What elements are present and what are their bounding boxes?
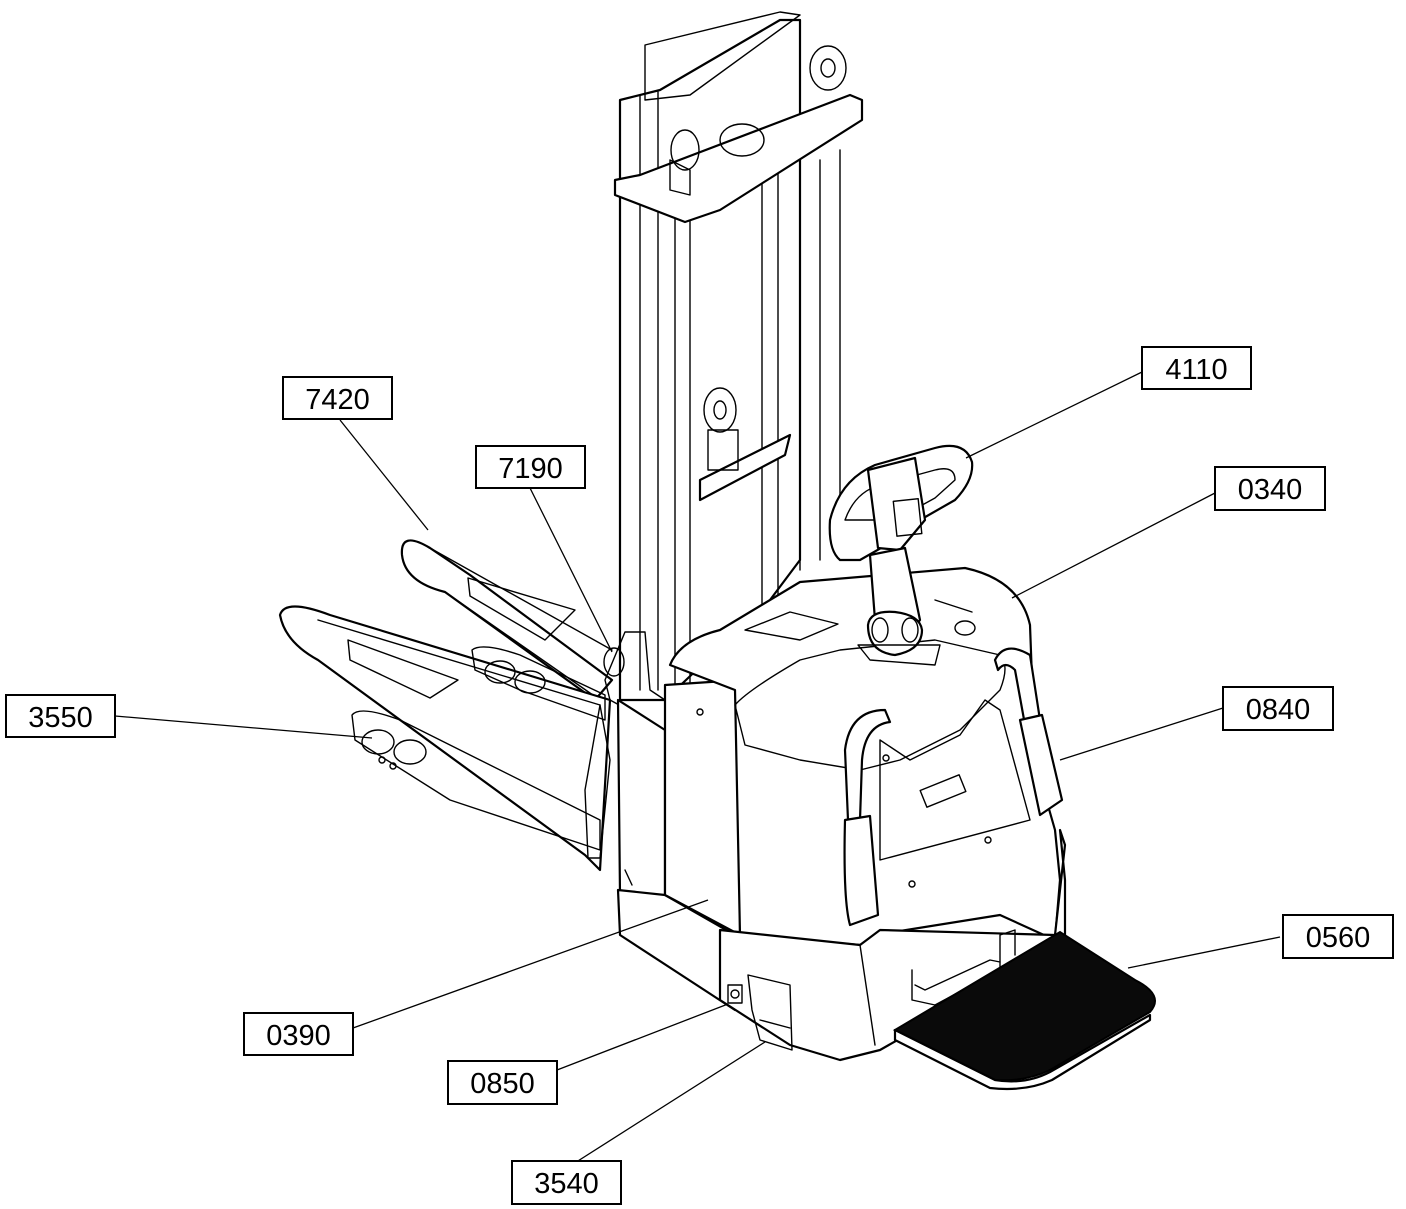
callout-label: 7420 bbox=[305, 384, 370, 416]
callout-0390: 0390 bbox=[243, 1012, 354, 1056]
load-wheel-housing-front bbox=[351, 710, 601, 851]
chassis bbox=[616, 566, 1067, 1062]
front-panel bbox=[879, 699, 1031, 861]
callout-0840: 0840 bbox=[1222, 686, 1334, 731]
callout-7190: 7190 bbox=[475, 445, 586, 489]
emergency-plug bbox=[747, 974, 793, 1051]
guard-bar-left bbox=[843, 708, 892, 822]
forks bbox=[278, 539, 614, 872]
callout-label: 0390 bbox=[266, 1020, 331, 1052]
tiller bbox=[828, 444, 976, 666]
callouts: 7420 7190 4110 0340 3550 0840 0560 0390 bbox=[5, 346, 1394, 1205]
top-pulley-left bbox=[670, 129, 700, 171]
filler-cap bbox=[954, 620, 976, 636]
callout-0560: 0560 bbox=[1282, 914, 1394, 959]
callout-label: 0560 bbox=[1306, 922, 1371, 954]
platform-mat bbox=[892, 930, 1156, 1082]
callout-0340: 0340 bbox=[1214, 466, 1326, 511]
callout-4110: 4110 bbox=[1141, 346, 1252, 390]
load-wheel-housing-rear bbox=[471, 646, 606, 721]
body-side-panel bbox=[663, 678, 742, 937]
fork-rear bbox=[400, 539, 614, 702]
top-pulley-center bbox=[719, 123, 765, 157]
callout-label: 0840 bbox=[1246, 694, 1311, 726]
callout-7420: 7420 bbox=[282, 376, 393, 420]
mast-top-crossbar bbox=[613, 93, 864, 224]
callout-label: 0850 bbox=[470, 1068, 535, 1100]
callout-label: 4110 bbox=[1165, 354, 1227, 386]
operator-platform bbox=[892, 929, 1156, 1091]
top-pulley-right bbox=[809, 45, 847, 91]
callout-label: 0340 bbox=[1238, 474, 1303, 506]
callout-3540: 3540 bbox=[511, 1160, 622, 1205]
callout-label: 3550 bbox=[28, 702, 93, 734]
key-switch bbox=[727, 984, 743, 1004]
tiller-pivot bbox=[866, 610, 924, 657]
callout-0850: 0850 bbox=[447, 1060, 558, 1105]
mast bbox=[603, 11, 864, 902]
callout-3550: 3550 bbox=[5, 694, 116, 738]
chain-pulley bbox=[703, 387, 737, 433]
front-handle-slot bbox=[919, 774, 967, 808]
fork-carriage bbox=[698, 433, 792, 502]
lower-skirt bbox=[718, 828, 1067, 1062]
callout-label: 7190 bbox=[498, 453, 563, 485]
callout-label: 3540 bbox=[534, 1168, 599, 1200]
side-guards bbox=[843, 647, 1064, 927]
